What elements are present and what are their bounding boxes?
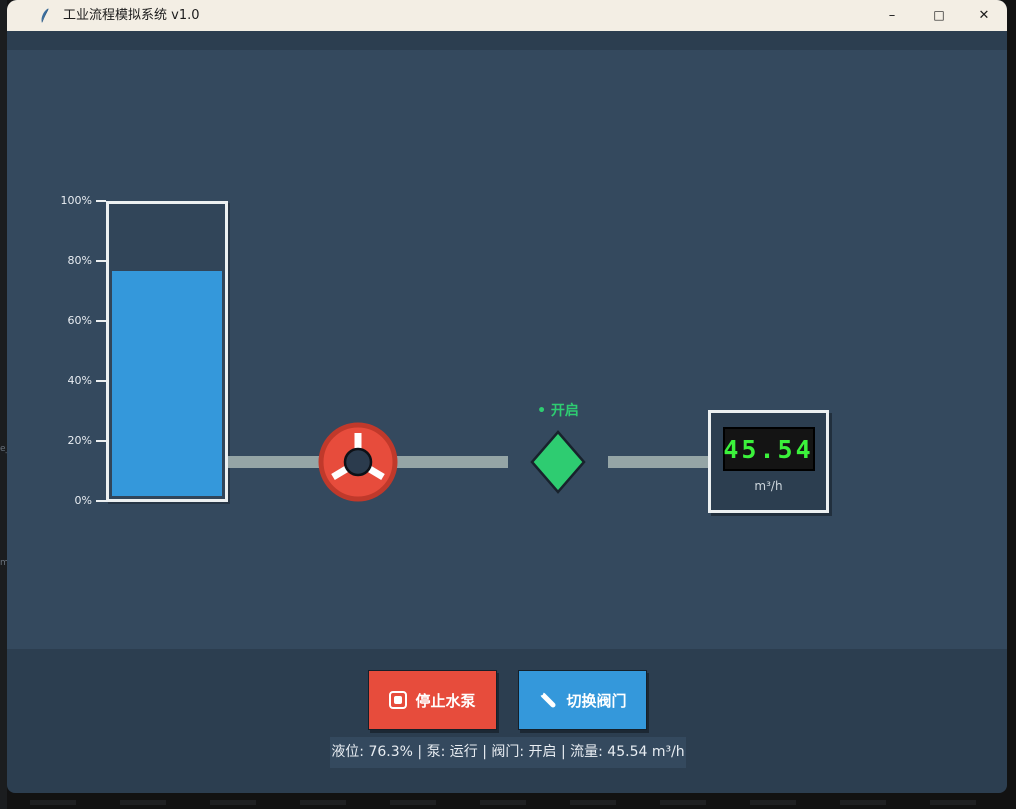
scale-tick bbox=[96, 500, 106, 502]
flow-value: 45.54 bbox=[723, 434, 814, 464]
background-text-fragment: m bbox=[0, 558, 7, 568]
flow-meter-display: 45.54 bbox=[722, 427, 815, 471]
background-editor-strip bbox=[0, 0, 7, 809]
status-bar: 液位: 76.3% | 泵: 运行 | 阀门: 开启 | 流量: 45.54 m… bbox=[330, 737, 686, 768]
stop-pump-label: 停止水泵 bbox=[415, 691, 476, 710]
app-window: 工业流程模拟系统 v1.0 – □ ✕ 100% 80% 60% 40% 20%… bbox=[7, 0, 1007, 793]
pipe-valve-to-meter bbox=[608, 456, 708, 468]
flow-unit: m³/h bbox=[754, 479, 783, 493]
pump-icon bbox=[318, 422, 398, 502]
minimize-button[interactable]: – bbox=[888, 8, 896, 23]
scale-tick bbox=[96, 200, 106, 202]
scale-label-60: 60% bbox=[67, 314, 92, 327]
tank bbox=[106, 201, 228, 502]
maximize-button[interactable]: □ bbox=[933, 8, 945, 22]
python-app-icon bbox=[41, 8, 49, 23]
stop-icon bbox=[389, 691, 408, 709]
toggle-valve-button[interactable]: 切换阀门 bbox=[518, 670, 647, 730]
scale-tick bbox=[96, 440, 106, 442]
scale-tick bbox=[96, 320, 106, 322]
background-text-fragment: e_ bbox=[0, 444, 7, 454]
window-title: 工业流程模拟系统 v1.0 bbox=[63, 8, 200, 23]
scale-label-100: 100% bbox=[60, 194, 92, 207]
scale-tick bbox=[96, 260, 106, 262]
toggle-valve-label: 切换阀门 bbox=[566, 691, 627, 710]
scale-tick bbox=[96, 380, 106, 382]
scale-label-80: 80% bbox=[67, 254, 92, 267]
wrench-icon bbox=[539, 690, 556, 708]
tank-liquid bbox=[112, 270, 222, 496]
background-taskbar-fragment bbox=[30, 800, 986, 805]
titlebar: 工业流程模拟系统 v1.0 – □ ✕ bbox=[7, 0, 1007, 31]
process-canvas: 100% 80% 60% 40% 20% 0% bbox=[7, 50, 1007, 649]
scale-label-20: 20% bbox=[67, 434, 92, 447]
scale-label-0: 0% bbox=[74, 494, 92, 507]
stop-pump-button[interactable]: 停止水泵 bbox=[368, 670, 497, 730]
close-button[interactable]: ✕ bbox=[978, 8, 990, 23]
flow-meter: 45.54 m³/h bbox=[708, 410, 829, 513]
scale-label-40: 40% bbox=[67, 374, 92, 387]
valve-status-label: • 开启 bbox=[537, 403, 579, 419]
valve-icon bbox=[530, 430, 586, 494]
